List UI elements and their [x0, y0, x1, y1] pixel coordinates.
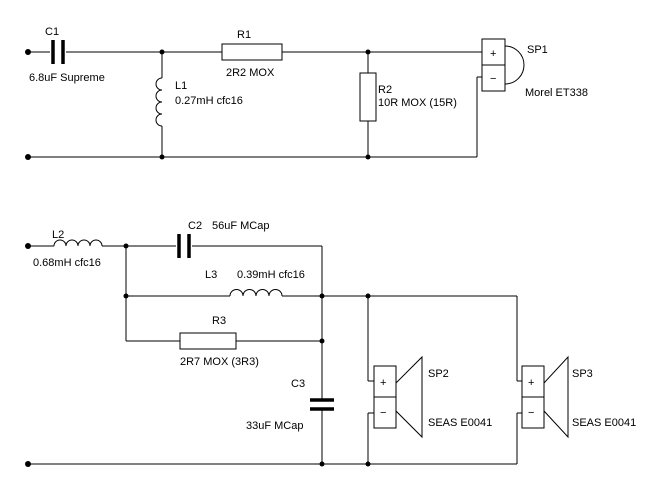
junction-dot — [319, 338, 325, 344]
input-terminal-bottom — [25, 154, 31, 160]
resistor-r3 — [179, 332, 237, 350]
c1-value: 6.8uF Supreme — [29, 72, 105, 84]
r3-ref: R3 — [212, 315, 226, 327]
c2-value: 56uF MCap — [212, 220, 269, 232]
c1-ref: C1 — [45, 26, 59, 38]
input-terminal-top — [25, 243, 31, 249]
junction-dot — [319, 293, 325, 299]
r1-value: 2R2 MOX — [226, 67, 275, 79]
l2-ref: L2 — [52, 229, 64, 241]
sp1-plus: + — [490, 48, 496, 60]
speaker-sp1 — [481, 38, 525, 92]
junction-dot — [365, 49, 371, 55]
l1-ref: L1 — [175, 80, 187, 92]
sp2-minus: − — [380, 407, 386, 419]
capacitor-c2 — [177, 234, 191, 258]
sp3-value: SEAS E0041 — [572, 417, 636, 429]
junction-dot — [159, 49, 165, 55]
r1-ref: R1 — [237, 29, 251, 41]
junction-dot — [365, 461, 371, 467]
junction-dot — [319, 461, 325, 467]
input-terminal-top — [25, 49, 31, 55]
capacitor-c3 — [310, 398, 334, 411]
speaker-sp3 — [521, 355, 569, 439]
inductor-l3 — [229, 289, 283, 297]
r3-value: 2R7 MOX (3R3) — [180, 356, 259, 368]
sp3-plus: + — [528, 377, 534, 389]
sp2-value: SEAS E0041 — [428, 417, 492, 429]
c2-ref: C2 — [188, 220, 202, 232]
l2-value: 0.68mH cfc16 — [33, 257, 101, 269]
junction-dot — [123, 243, 129, 249]
tweeter-network: C1 6.8uF Supreme R1 2R2 MOX L1 0.27mH cf… — [25, 26, 588, 160]
woofer-network: L2 0.68mH cfc16 C2 56uF MCap L3 0.39mH c… — [25, 220, 636, 467]
resistor-r2 — [359, 72, 377, 122]
sp1-ref: SP1 — [527, 44, 548, 56]
r2-ref: R2 — [378, 84, 392, 96]
l1-value: 0.27mH cfc16 — [175, 95, 243, 107]
junction-dot — [123, 293, 129, 299]
inductor-l2 — [53, 239, 103, 247]
junction-dot — [365, 293, 371, 299]
c3-value: 33uF MCap — [246, 420, 303, 432]
sp1-value: Morel ET338 — [525, 87, 588, 99]
sp1-minus: − — [490, 73, 496, 85]
capacitor-c1 — [51, 40, 65, 64]
sp2-plus: + — [380, 377, 386, 389]
resistor-r1 — [221, 43, 283, 61]
inductor-l1 — [155, 77, 163, 127]
r2-value: 10R MOX (15R) — [378, 97, 457, 109]
sp2-ref: SP2 — [428, 368, 449, 380]
input-terminal-bottom — [25, 461, 31, 467]
l3-ref: L3 — [205, 269, 217, 281]
junction-dot — [159, 154, 165, 160]
speaker-sp2 — [373, 355, 423, 439]
sp3-ref: SP3 — [572, 368, 593, 380]
sp3-minus: − — [528, 407, 534, 419]
l3-value: 0.39mH cfc16 — [237, 269, 305, 281]
c3-ref: C3 — [291, 378, 305, 390]
junction-dot — [365, 154, 371, 160]
